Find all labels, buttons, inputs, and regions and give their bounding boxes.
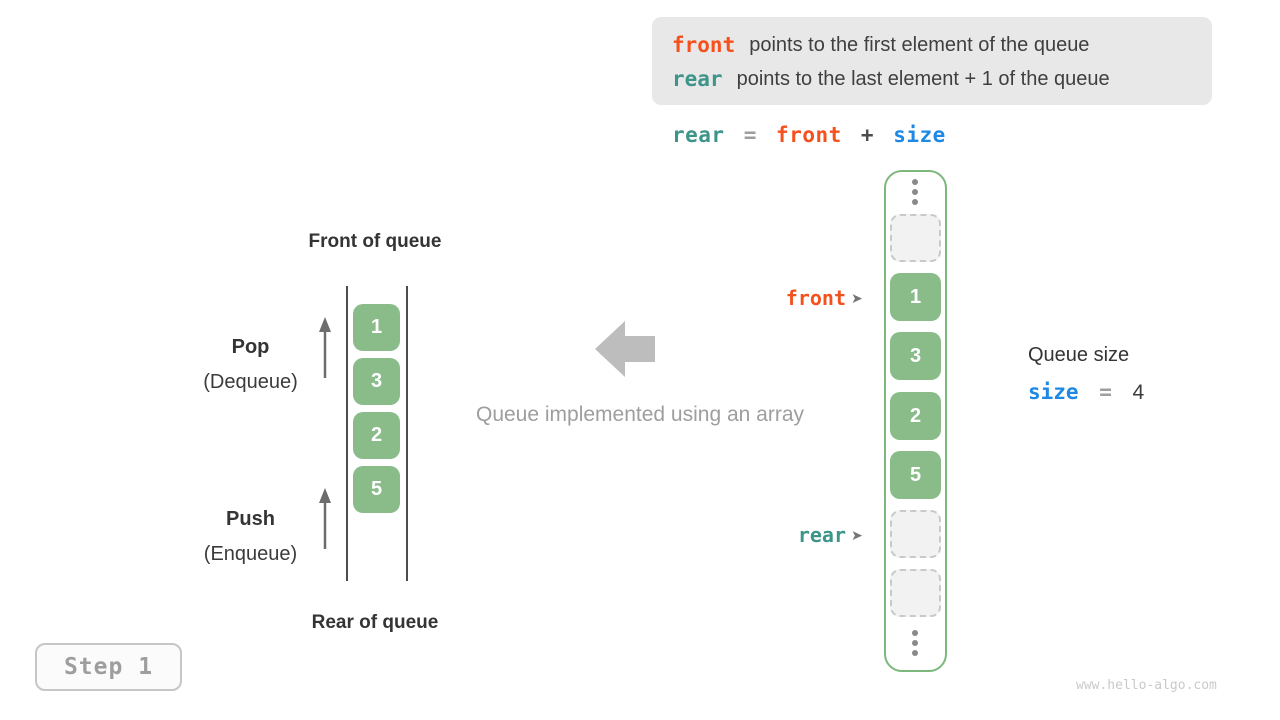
- pop-label-group: Pop: [168, 336, 333, 359]
- front-pointer-label: front: [785, 286, 846, 310]
- push-label-group: Push: [168, 508, 333, 531]
- rear-description: points to the last element + 1 of the qu…: [736, 67, 1110, 90]
- channel-right-wall: [406, 286, 408, 581]
- array-cell-empty-top: [890, 214, 941, 262]
- watermark: www.hello-algo.com: [1076, 678, 1217, 693]
- left-direction-arrow-icon: [595, 320, 655, 378]
- rear-pointer-label: rear: [797, 523, 846, 547]
- array-cell-empty-bottom: [890, 569, 941, 617]
- formula: rear = front + size: [672, 123, 952, 147]
- array-cell-1: 1: [890, 273, 941, 321]
- front-of-queue-label: Front of queue: [308, 231, 442, 252]
- formula-equals: =: [743, 123, 757, 147]
- rear-keyword: rear: [672, 67, 723, 91]
- front-pointer-arrow-icon: ➤: [851, 290, 863, 306]
- pop-label: Pop: [231, 336, 270, 358]
- vertical-ellipsis-top-icon: [912, 179, 918, 209]
- left-cell-2: 2: [353, 412, 400, 459]
- pop-arrow-icon: [318, 316, 332, 378]
- formula-rear: rear: [672, 123, 725, 147]
- dequeue-label: (Dequeue): [203, 371, 298, 393]
- left-cell-3: 3: [353, 358, 400, 405]
- step-badge: Step 1: [35, 643, 182, 691]
- enqueue-label: (Enqueue): [203, 543, 298, 565]
- front-keyword: front: [672, 33, 736, 57]
- array-cell-5: 5: [890, 451, 941, 499]
- enqueue-label-group: (Enqueue): [168, 543, 333, 566]
- push-label: Push: [226, 508, 275, 530]
- array-cell-3: 3: [890, 332, 941, 380]
- legend-front-line: front points to the first element of the…: [672, 28, 1212, 62]
- left-cell-5: 5: [353, 466, 400, 513]
- legend-rear-line: rear points to the last element + 1 of t…: [672, 62, 1212, 96]
- front-description: points to the first element of the queue: [749, 33, 1090, 56]
- formula-plus: +: [860, 123, 875, 147]
- channel-left-wall: [346, 286, 348, 581]
- size-equals: =: [1099, 380, 1112, 404]
- array-cell-empty-rear: [890, 510, 941, 558]
- size-value: 4: [1132, 381, 1145, 404]
- legend-box: front points to the first element of the…: [652, 17, 1212, 105]
- array-cell-2: 2: [890, 392, 941, 440]
- rear-pointer-arrow-icon: ➤: [851, 527, 863, 543]
- size-variable: size: [1028, 380, 1079, 404]
- vertical-ellipsis-bottom-icon: [912, 630, 918, 660]
- left-cell-1: 1: [353, 304, 400, 351]
- push-arrow-icon: [318, 487, 332, 549]
- formula-front: front: [776, 123, 842, 147]
- dequeue-label-group: (Dequeue): [168, 371, 333, 394]
- queue-size-equation: size = 4: [1028, 380, 1152, 405]
- rear-of-queue-label: Rear of queue: [311, 612, 439, 633]
- diagram-caption: Queue implemented using an array: [475, 403, 805, 426]
- formula-size: size: [893, 123, 946, 147]
- queue-size-title: Queue size: [1028, 344, 1130, 366]
